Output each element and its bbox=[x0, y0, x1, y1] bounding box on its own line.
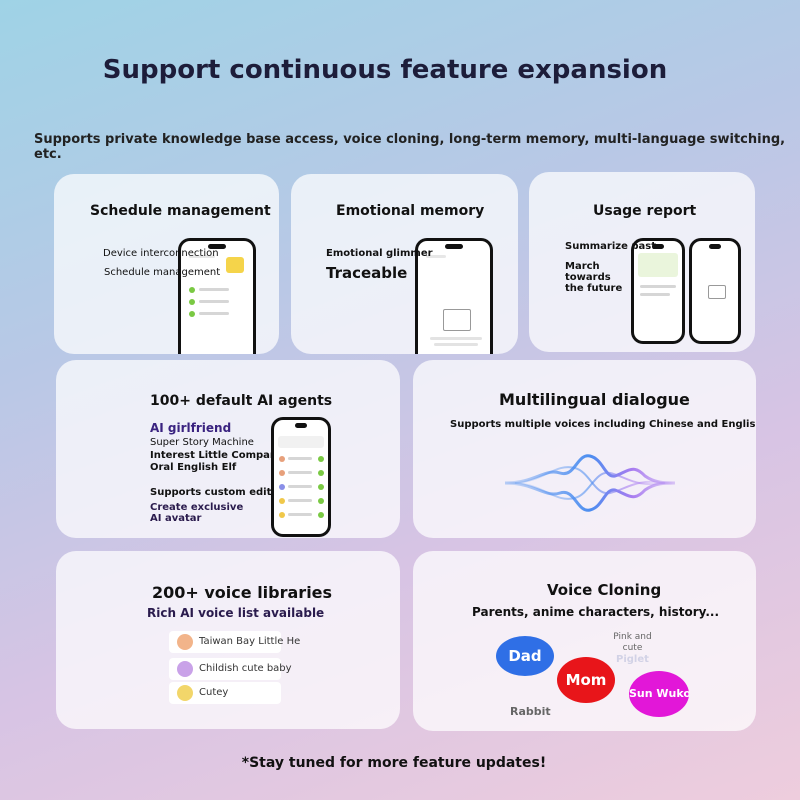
avatar bbox=[177, 634, 193, 650]
usage-line-2: March bbox=[565, 261, 600, 272]
emotional-line-1: Emotional glimmer bbox=[326, 248, 433, 259]
multilingual-card-title: Multilingual dialogue bbox=[499, 390, 690, 409]
emotional-card-title: Emotional memory bbox=[336, 203, 485, 219]
usage-line-3: towards bbox=[565, 272, 611, 283]
schedule-card: Schedule management Device interconnecti… bbox=[54, 174, 279, 354]
cloning-subtitle: Parents, anime characters, history... bbox=[472, 605, 720, 619]
emotional-line-2: Traceable bbox=[326, 264, 408, 282]
schedule-line-2: Schedule management bbox=[104, 267, 221, 278]
voices-card-title: 200+ voice libraries bbox=[152, 583, 333, 602]
wukong-bubble: Sun Wukong bbox=[629, 671, 689, 717]
avatar bbox=[177, 685, 193, 701]
agents-custom-3: AI avatar bbox=[150, 513, 202, 524]
schedule-line-1: Device interconnection bbox=[103, 248, 219, 259]
footer-note: *Stay tuned for more feature updates! bbox=[241, 755, 547, 771]
dad-bubble: Dad bbox=[496, 636, 554, 676]
phone-mockup bbox=[178, 238, 256, 354]
emotional-memory-card: Emotional memory Emotional glimmer Trace… bbox=[291, 174, 518, 354]
usage-line-4: the future bbox=[565, 283, 623, 294]
avatar bbox=[177, 661, 193, 677]
usage-line-1: Summarize past bbox=[565, 241, 656, 252]
agents-custom-1: Supports custom editing bbox=[150, 487, 290, 498]
multilingual-card: Multilingual dialogue Supports multiple … bbox=[413, 360, 756, 538]
usage-report-card: Usage report Summarize past March toward… bbox=[529, 172, 755, 352]
cloning-card-title: Voice Cloning bbox=[547, 581, 662, 599]
phone-mockup bbox=[689, 238, 741, 344]
folder-icon bbox=[443, 309, 471, 331]
agent-item-interest-companion: Interest Little Companion bbox=[150, 450, 295, 461]
agent-item-story-machine: Super Story Machine bbox=[150, 437, 254, 448]
voice-list-item[interactable]: Childish cute baby bbox=[169, 658, 292, 680]
voice-libraries-card: 200+ voice libraries Rich AI voice list … bbox=[56, 551, 400, 729]
multilingual-subtitle: Supports multiple voices including Chine… bbox=[450, 419, 756, 430]
agent-item-english-elf: Oral English Elf bbox=[150, 462, 237, 473]
agent-item-ai-girlfriend: AI girlfriend bbox=[150, 421, 232, 435]
usage-card-title: Usage report bbox=[593, 203, 697, 219]
voice-list-item[interactable]: Cutey bbox=[169, 682, 281, 704]
ai-agents-card: 100+ default AI agents AI girlfriend Sup… bbox=[56, 360, 400, 538]
phone-mockup bbox=[271, 417, 331, 537]
phone-mockup bbox=[631, 238, 685, 344]
page-title: Support continuous feature expansion bbox=[102, 55, 668, 85]
pink-note: Pink and cute bbox=[613, 632, 652, 653]
folder-icon bbox=[708, 285, 726, 299]
voice-list-item[interactable]: Taiwan Bay Little He bbox=[169, 631, 300, 653]
agents-custom-2: Create exclusive bbox=[150, 502, 244, 513]
page-subtitle: Supports private knowledge base access, … bbox=[34, 132, 786, 162]
agents-card-title: 100+ default AI agents bbox=[150, 393, 333, 409]
sound-wave-icon bbox=[505, 454, 675, 512]
voices-subtitle: Rich AI voice list available bbox=[147, 606, 325, 620]
voice-cloning-card: Voice Cloning Parents, anime characters,… bbox=[413, 551, 756, 731]
calendar-icon bbox=[226, 257, 244, 273]
phone-mockup bbox=[415, 238, 493, 354]
piglet-label: Piglet bbox=[616, 654, 649, 665]
rabbit-label: Rabbit bbox=[510, 705, 551, 718]
mom-bubble: Mom bbox=[557, 657, 615, 703]
schedule-card-title: Schedule management bbox=[90, 203, 271, 219]
